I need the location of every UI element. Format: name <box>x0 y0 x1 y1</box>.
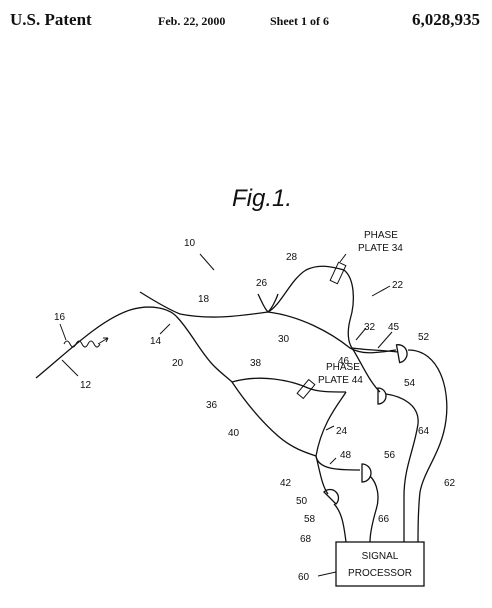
ref-62: 62 <box>444 478 456 489</box>
fiber-38 <box>231 377 347 393</box>
lead-68 <box>333 503 347 543</box>
figure-title: Fig.1. <box>232 185 292 212</box>
ref-12: 12 <box>80 380 92 391</box>
signal-processor-box <box>335 541 425 587</box>
leader-phase-plate-34 <box>339 253 347 263</box>
signal-processor-label-line1: SIGNAL <box>362 551 399 562</box>
fiber-22 <box>343 269 355 349</box>
fiber-24 <box>315 391 361 471</box>
detector-54 <box>377 387 387 405</box>
sheet-number: Sheet 1 of 6 <box>270 14 329 28</box>
leader-48 <box>329 457 337 465</box>
ref-58: 58 <box>304 514 316 525</box>
ref-48: 48 <box>340 450 352 461</box>
ref-45: 45 <box>388 322 400 333</box>
detector-52 <box>395 344 408 364</box>
ref-52: 52 <box>418 332 430 343</box>
ref-68: 68 <box>300 534 312 545</box>
ref-56: 56 <box>384 450 396 461</box>
ref-46: 46 <box>338 356 350 367</box>
ref-60: 60 <box>298 572 310 583</box>
ref-50: 50 <box>296 496 308 507</box>
leader-32 <box>355 327 367 341</box>
ref-64: 64 <box>418 426 430 437</box>
wave-arrow-16 <box>97 337 109 345</box>
ref-10: 10 <box>184 238 196 249</box>
patent-date: Feb. 22, 2000 <box>158 14 226 28</box>
ref-54: 54 <box>404 378 416 389</box>
phase-plate-44-label-line2: PLATE 44 <box>318 375 363 386</box>
phase-plate-34-label-line1: PHASE <box>364 230 398 241</box>
leader-10 <box>199 253 215 271</box>
detector-56 <box>361 463 372 483</box>
ref-18: 18 <box>198 294 210 305</box>
ref-38: 38 <box>250 358 262 369</box>
ref-66: 66 <box>378 514 390 525</box>
detector-58 <box>323 488 340 505</box>
phase-plate-34 <box>329 261 347 285</box>
ref-14: 14 <box>150 336 162 347</box>
fiber-20 <box>175 315 233 383</box>
ref-28: 28 <box>286 252 298 263</box>
leader-22 <box>371 285 391 297</box>
leader-60 <box>317 571 337 577</box>
fiber-42 <box>315 455 329 495</box>
ref-16: 16 <box>54 312 66 323</box>
signal-processor-label-line2: PROCESSOR <box>348 568 412 579</box>
page-header: U.S. Patent Feb. 22, 2000 Sheet 1 of 6 6… <box>0 10 492 38</box>
fiber-18 <box>139 291 269 318</box>
fiber-40 <box>231 381 317 457</box>
fiber-26 <box>257 293 279 313</box>
ref-40: 40 <box>228 428 240 439</box>
patent-label: U.S. Patent <box>10 10 92 29</box>
fiber-30 <box>267 311 397 354</box>
leader-24 <box>325 425 335 431</box>
ref-20: 20 <box>172 358 184 369</box>
lead-66 <box>369 475 379 543</box>
ref-22: 22 <box>392 280 404 291</box>
leader-12 <box>61 359 79 377</box>
ref-32: 32 <box>364 322 376 333</box>
lead-64 <box>385 393 419 542</box>
fiber-28 <box>267 265 345 313</box>
ref-30: 30 <box>278 334 290 345</box>
ref-36: 36 <box>206 400 218 411</box>
phase-plate-44 <box>296 378 316 400</box>
fiber-45 <box>351 347 399 353</box>
phase-plate-44-label-line1: PHASE <box>326 362 360 373</box>
ref-24: 24 <box>336 426 348 437</box>
fiber-46 <box>351 347 381 393</box>
leader-45 <box>377 331 393 349</box>
leader-16 <box>59 323 67 341</box>
leader-14 <box>159 323 171 335</box>
lead-62 <box>407 349 448 543</box>
disturbance-wave-16 <box>63 340 101 348</box>
ref-42: 42 <box>280 478 292 489</box>
phase-plate-34-label-line2: PLATE 34 <box>358 243 403 254</box>
fiber-12 <box>35 306 177 379</box>
ref-26: 26 <box>256 278 268 289</box>
patent-number: 6,028,935 <box>412 10 480 29</box>
